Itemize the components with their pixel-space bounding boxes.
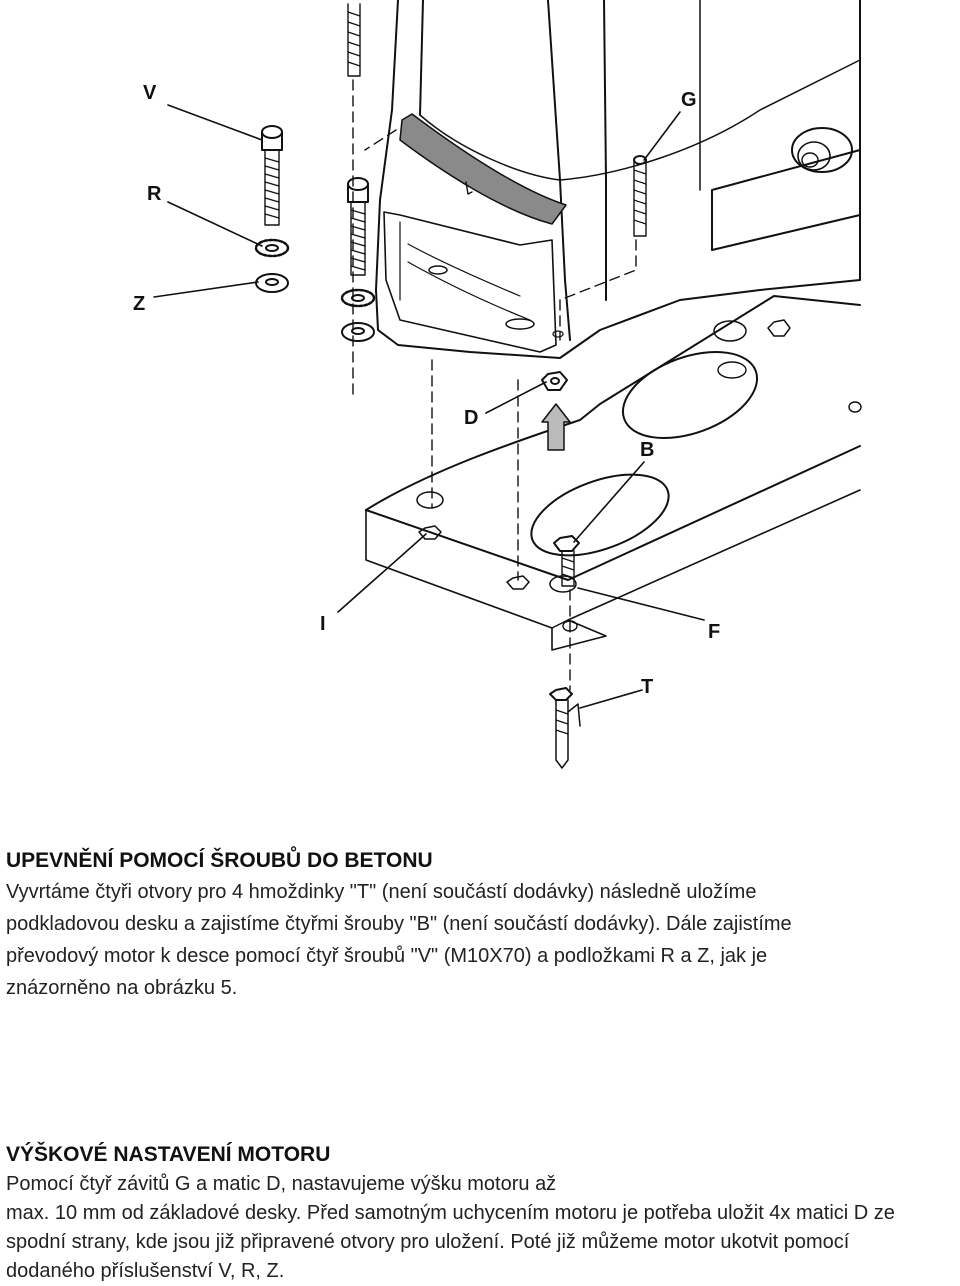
label-t: T [641, 676, 653, 698]
label-d: D [464, 407, 478, 429]
bolt-b [553, 535, 580, 587]
motor-housing [375, 0, 861, 359]
label-v: V [143, 82, 157, 104]
cover-plate [399, 113, 567, 225]
nut-d [541, 371, 571, 451]
section-motor-height: VÝŠKOVÉ NASTAVENÍ MOTORU Pomocí čtyř záv… [6, 1140, 956, 1286]
screw-v [254, 125, 290, 293]
label-i: I [320, 613, 326, 635]
label-b: B [640, 439, 654, 461]
paragraph-line: dodaného příslušenství V, R, Z. [6, 1260, 285, 1282]
base-plate [365, 295, 862, 651]
leader-lines [153, 104, 705, 709]
paragraph-line: Vyvrtáme čtyři otvory pro 4 hmoždinky "T… [6, 881, 757, 903]
assembly-diagram: V R Z G D B I F T [133, 0, 862, 769]
screw-v-second [340, 177, 376, 342]
paragraph-line: znázorněno na obrázku 5. [6, 977, 238, 999]
paragraph-line: převodový motor k desce pomocí čtyř šrou… [6, 945, 768, 967]
section-paragraph: Pomocí čtyř závitů G a matic D, nastavuj… [6, 1170, 956, 1286]
paragraph-line: max. 10 mm od základové desky. Před samo… [6, 1202, 895, 1224]
anchor-t [549, 687, 581, 769]
label-g: G [681, 89, 697, 111]
alignment-lines [352, 79, 637, 691]
paragraph-line: spodní strany, kde jsou již připravené o… [6, 1231, 850, 1253]
section-paragraph: Vyvrtáme čtyři otvory pro 4 hmoždinky "T… [6, 876, 956, 1004]
threaded-stud-top [347, 3, 361, 77]
paragraph-line: podkladovou desku a zajistíme čtyřmi šro… [6, 913, 792, 935]
label-r: R [147, 183, 162, 205]
label-f: F [708, 621, 720, 643]
threaded-rod-g [633, 155, 647, 237]
section-concrete-mounting: UPEVNĚNÍ POMOCÍ ŠROUBŮ DO BETONU Vyvrtám… [6, 846, 956, 1004]
section-heading: UPEVNĚNÍ POMOCÍ ŠROUBŮ DO BETONU [6, 849, 433, 872]
section-heading: VÝŠKOVÉ NASTAVENÍ MOTORU [6, 1143, 331, 1166]
label-z: Z [133, 293, 145, 315]
paragraph-line: Pomocí čtyř závitů G a matic D, nastavuj… [6, 1173, 557, 1195]
